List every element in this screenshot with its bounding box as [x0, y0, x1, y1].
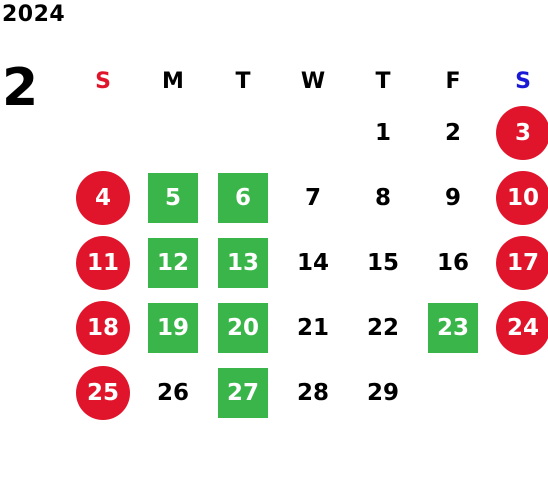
day-cell-10[interactable]: 10: [488, 165, 548, 230]
day-number: 15: [366, 249, 399, 276]
day-number: 24: [506, 314, 539, 341]
day-cell-26[interactable]: 26: [138, 360, 208, 425]
day-number: 25: [86, 379, 119, 406]
day-cell-28[interactable]: 28: [278, 360, 348, 425]
day-number: 1: [374, 119, 391, 146]
day-number: 10: [506, 184, 539, 211]
day-cell-11[interactable]: 11: [68, 230, 138, 295]
day-number: 18: [86, 314, 119, 341]
day-cell-16[interactable]: 16: [418, 230, 488, 295]
day-number: 13: [226, 249, 259, 276]
week-row: 1 2 3: [68, 100, 548, 165]
day-cell-9[interactable]: 9: [418, 165, 488, 230]
day-number: 23: [436, 314, 469, 341]
day-number: 27: [226, 379, 259, 406]
day-number: 21: [296, 314, 329, 341]
day-cell-6[interactable]: 6: [208, 165, 278, 230]
day-number: 28: [296, 379, 329, 406]
day-number: 8: [374, 184, 391, 211]
day-cell-2[interactable]: 2: [418, 100, 488, 165]
day-cell-7[interactable]: 7: [278, 165, 348, 230]
day-cell-19[interactable]: 19: [138, 295, 208, 360]
day-number: 7: [304, 184, 321, 211]
year-label: 2024: [2, 2, 66, 27]
weekday-5: F: [445, 68, 461, 94]
day-number: 2: [444, 119, 461, 146]
day-number: 20: [226, 314, 259, 341]
day-number: 9: [444, 184, 461, 211]
week-row: 11 12 13 14 15 16 17: [68, 230, 548, 295]
weekday-0: S: [95, 68, 111, 94]
day-cell-13[interactable]: 13: [208, 230, 278, 295]
day-number: 14: [296, 249, 329, 276]
day-number: 5: [164, 184, 181, 211]
day-cell-5[interactable]: 5: [138, 165, 208, 230]
day-cell-15[interactable]: 15: [348, 230, 418, 295]
empty-cell: [138, 100, 208, 165]
day-number: 6: [234, 184, 251, 211]
day-cell-24[interactable]: 24: [488, 295, 548, 360]
day-cell-8[interactable]: 8: [348, 165, 418, 230]
day-cell-14[interactable]: 14: [278, 230, 348, 295]
week-row: 4 5 6 7 8 9 10: [68, 165, 548, 230]
day-cell-12[interactable]: 12: [138, 230, 208, 295]
day-number: 16: [436, 249, 469, 276]
day-cell-18[interactable]: 18: [68, 295, 138, 360]
weekday-4: T: [375, 68, 391, 94]
day-number: 3: [514, 119, 531, 146]
day-number: 11: [86, 249, 119, 276]
day-cell-25[interactable]: 25: [68, 360, 138, 425]
day-cell-23[interactable]: 23: [418, 295, 488, 360]
weekday-1: M: [162, 68, 184, 94]
day-number: 17: [506, 249, 539, 276]
empty-cell: [488, 360, 548, 425]
day-cell-29[interactable]: 29: [348, 360, 418, 425]
day-number: 26: [156, 379, 189, 406]
day-cell-1[interactable]: 1: [348, 100, 418, 165]
day-number: 19: [156, 314, 189, 341]
week-row: 18 19 20 21 22 23 24: [68, 295, 548, 360]
day-cell-20[interactable]: 20: [208, 295, 278, 360]
day-cell-17[interactable]: 17: [488, 230, 548, 295]
day-number: 22: [366, 314, 399, 341]
empty-cell: [418, 360, 488, 425]
empty-cell: [278, 100, 348, 165]
empty-cell: [68, 100, 138, 165]
day-cell-3[interactable]: 3: [488, 100, 548, 165]
day-cell-21[interactable]: 21: [278, 295, 348, 360]
weekday-3: W: [300, 68, 326, 94]
day-cell-27[interactable]: 27: [208, 360, 278, 425]
weekday-2: T: [235, 68, 251, 94]
month-number: 2: [2, 58, 39, 118]
day-cell-4[interactable]: 4: [68, 165, 138, 230]
day-number: 12: [156, 249, 189, 276]
day-cell-22[interactable]: 22: [348, 295, 418, 360]
day-number: 4: [94, 184, 111, 211]
weekday-6: S: [515, 68, 531, 94]
week-row: 25 26 27 28 29: [68, 360, 548, 425]
day-number: 29: [366, 379, 399, 406]
empty-cell: [208, 100, 278, 165]
